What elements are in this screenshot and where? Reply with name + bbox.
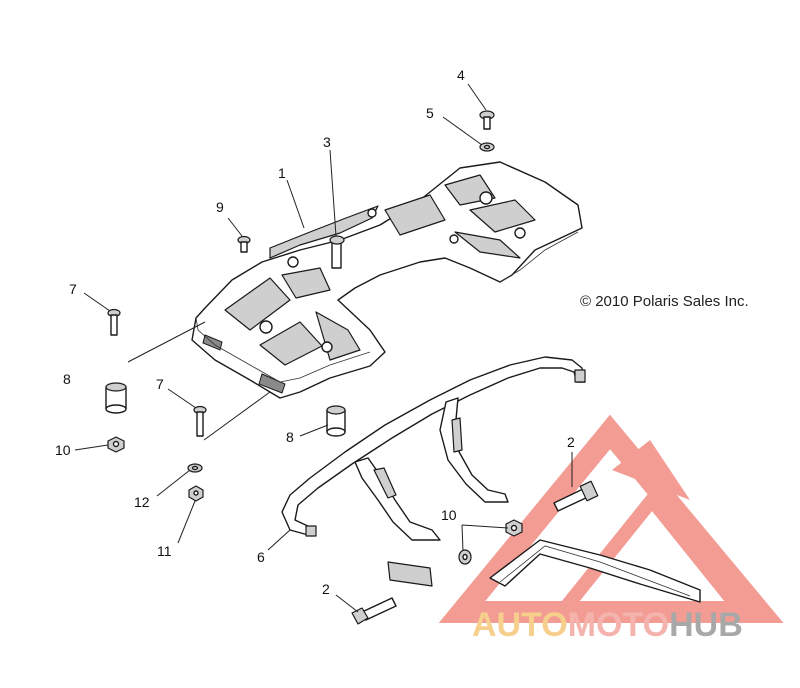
- callout-10-right: 10: [441, 507, 457, 523]
- part-5-washer: [479, 142, 495, 152]
- watermark-text: AUTOMOTOHUB: [472, 606, 743, 644]
- watermark-auto: AUTO: [472, 606, 568, 644]
- callout-7-upper: 7: [69, 281, 77, 297]
- part-8-spacer-right: [326, 405, 346, 437]
- part-lower-rail: [489, 539, 701, 603]
- part-8-spacer-left: [105, 382, 127, 414]
- part-2-bolt-bottom: [351, 597, 397, 625]
- watermark-hub: HUB: [669, 606, 743, 644]
- part-3-long-screw: [329, 235, 345, 269]
- callout-7-lower: 7: [156, 376, 164, 392]
- part-12-washer: [187, 463, 203, 473]
- callout-4: 4: [457, 67, 465, 83]
- leader-lines: [74, 83, 573, 613]
- callout-10-left: 10: [55, 442, 71, 458]
- part-7-bolt-upper: [107, 308, 121, 336]
- callout-1: 1: [278, 165, 286, 181]
- watermark-triangle-icon: [438, 414, 784, 623]
- part-label-plate: [387, 561, 433, 587]
- part-4-screw: [479, 110, 495, 130]
- part-6-rack-frame: [281, 356, 586, 541]
- part-10-nut-left: [107, 436, 125, 453]
- callout-5: 5: [426, 105, 434, 121]
- callout-labels: 1 3 4 5 9 7 8 7 8 10 12 11 6 2 10 2: [55, 67, 575, 597]
- callout-11: 11: [157, 543, 172, 559]
- copyright-notice: © 2010 Polaris Sales Inc.: [580, 293, 749, 310]
- part-11-nut: [188, 485, 204, 502]
- watermark-logo: AUTOMOTOHUB: [438, 414, 784, 644]
- callout-8-left: 8: [63, 371, 71, 387]
- watermark-moto: MOTO: [568, 606, 669, 644]
- part-2-bolt-right: [553, 480, 599, 512]
- callout-6: 6: [257, 549, 265, 565]
- part-9-screw: [237, 235, 251, 253]
- callout-9: 9: [216, 199, 224, 215]
- part-10-washer-right: [458, 549, 472, 565]
- callout-2-right: 2: [567, 434, 575, 450]
- callout-3: 3: [323, 134, 331, 150]
- part-7-bolt-lower: [193, 405, 207, 437]
- callout-8-right: 8: [286, 429, 294, 445]
- callout-12: 12: [134, 494, 150, 510]
- part-1-rear-rack: [191, 161, 583, 399]
- part-10-nut-right: [505, 519, 523, 537]
- callout-2-bottom: 2: [322, 581, 330, 597]
